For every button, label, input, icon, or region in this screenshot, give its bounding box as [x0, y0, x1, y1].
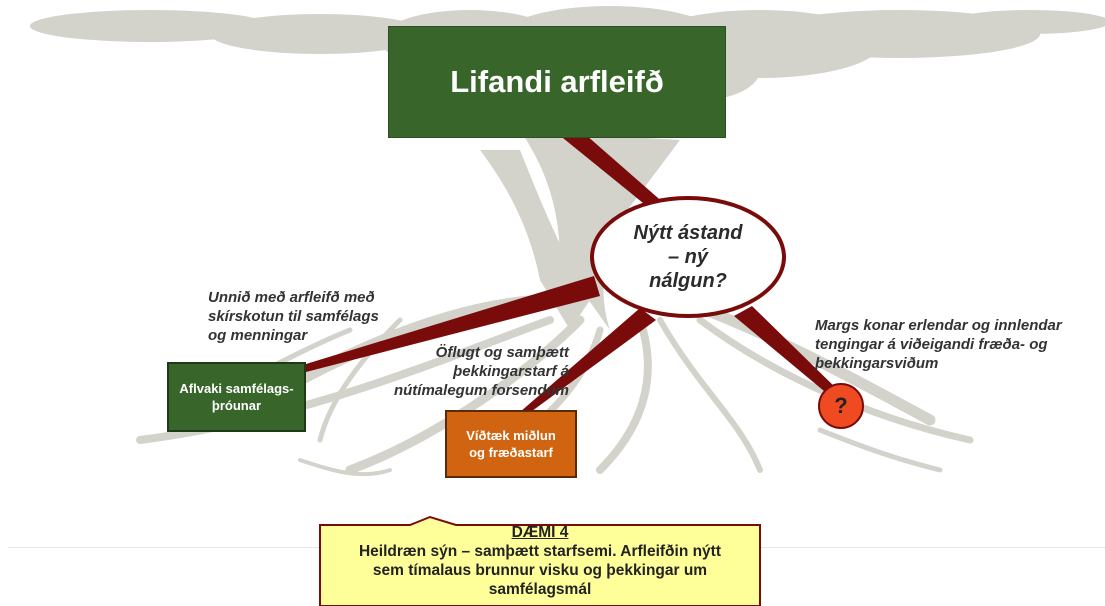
orange-box-label: Víðtæk miðlun og fræðastarf [466, 428, 556, 460]
note-right: Margs konar erlendar og innlendar tengin… [815, 317, 1062, 372]
connector-title-center [558, 128, 674, 220]
example-heading: DÆMI 4 [511, 524, 569, 541]
orange-box: Víðtæk miðlun og fræðastarf [445, 410, 577, 478]
connector-center-orange [520, 308, 656, 414]
connector-center-question [734, 306, 840, 396]
example-callout: DÆMI 4 Heildræn sýn – samþætt starfsemi.… [318, 515, 762, 606]
example-body: Heildræn sýn – samþætt starfsemi. Arflei… [358, 543, 722, 598]
green-box-label: Aflvaki samfélags- þróunar [179, 381, 294, 413]
center-oval: Nýtt ástand – ný nálgun? [590, 196, 786, 318]
question-circle: ? [818, 383, 864, 429]
note-middle: Öflugt og samþætt þekkingarstarf á nútím… [393, 344, 569, 399]
question-mark: ? [834, 393, 848, 418]
connector-center-green [306, 276, 600, 372]
title-text: Lifandi arfleifð [450, 64, 664, 99]
example-text: DÆMI 4 Heildræn sýn – samþætt starfsemi.… [318, 523, 762, 599]
green-box: Aflvaki samfélags- þróunar [167, 362, 306, 432]
note-left: Unnið með arfleifð með skírskotun til sa… [208, 289, 379, 344]
callout-shape [319, 515, 761, 606]
title-box: Lifandi arfleifð [388, 26, 726, 138]
center-text: Nýtt ástand – ný nálgun? [633, 222, 743, 292]
